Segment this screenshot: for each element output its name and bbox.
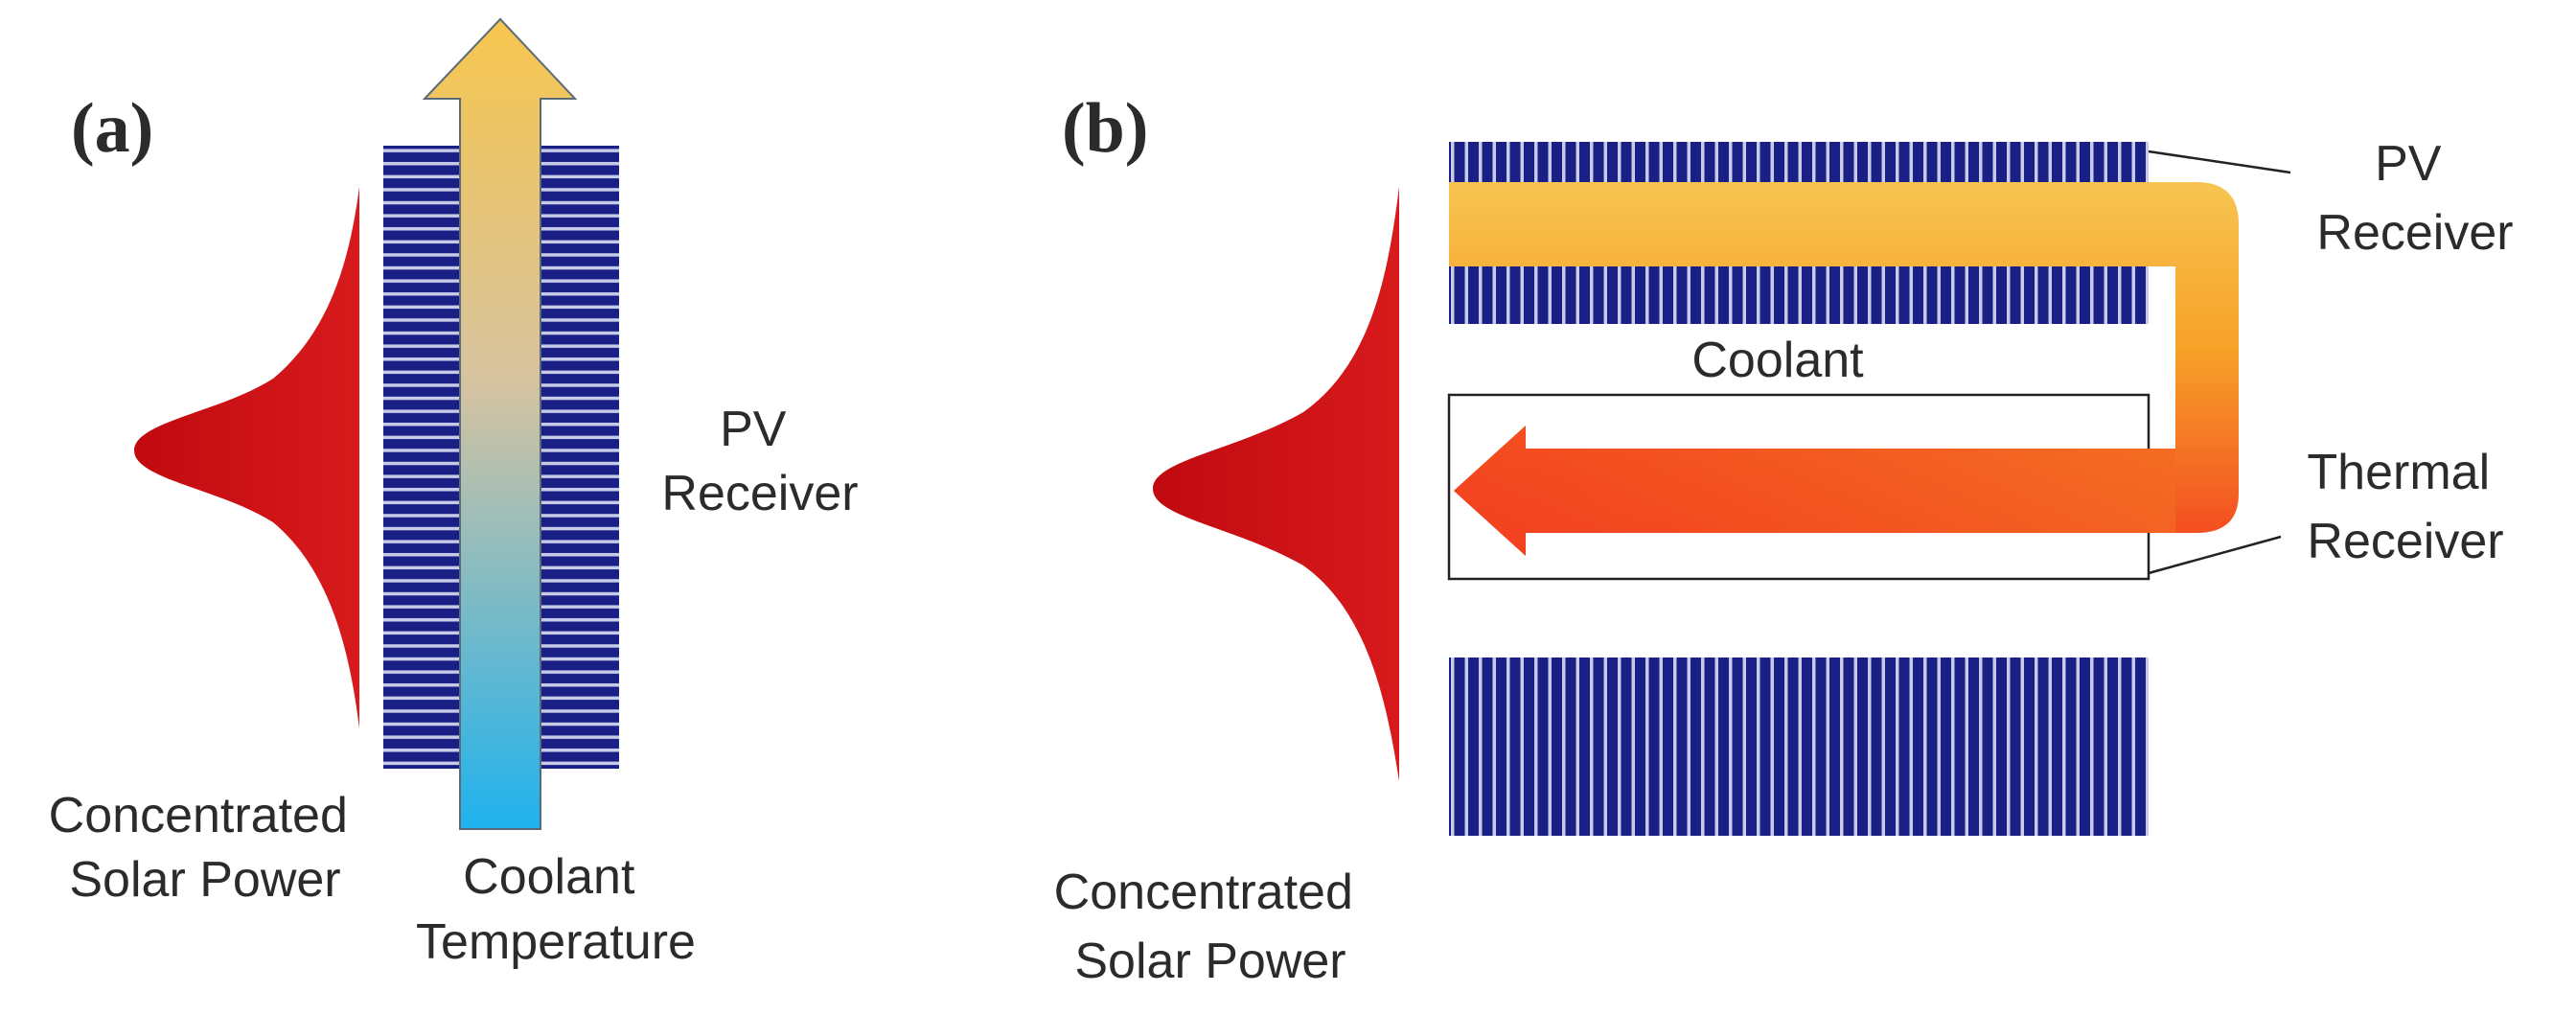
panel-b-pv-line1: PV [2375,136,2442,192]
panel-a-solar-power-label: Concentrated Solar Power [49,788,362,908]
panel-a-coolant-arrow [422,17,578,830]
panel-a: (a) PV Receiver Concentrated Solar Power… [49,17,859,970]
panel-b-tr-line1: Thermal [2307,445,2490,500]
panel-a-pv-line1: PV [720,402,787,457]
panel-b-thermal-leader [2148,535,2282,575]
panel-b-coolant-arrow-return [1454,426,2175,556]
panel-a-csp-line1: Concentrated [49,788,348,843]
panel-b-pv-receiver-label: PV Receiver [2316,136,2513,261]
panel-b-pv-receiver-bottom [1449,657,2149,836]
panel-a-pv-receiver-label: PV Receiver [661,402,858,521]
panel-b-pv-line2: Receiver [2316,205,2513,261]
panel-b-label: (b) [1062,89,1148,168]
panel-b-csp-line2: Solar Power [1074,934,1346,989]
panel-b: (b) Coolant PV Receiver Thermal Receiver… [1054,89,2514,989]
panel-b-pv-leader [2148,150,2291,174]
panel-b-tr-line2: Receiver [2307,514,2503,569]
panel-a-coolant-temperature-label: Coolant Temperature [416,849,696,970]
panel-b-thermal-receiver-label: Thermal Receiver [2307,445,2503,569]
panel-a-csp-line2: Solar Power [69,852,340,908]
panel-a-ct-line2: Temperature [416,914,696,970]
panel-b-solar-power-label: Concentrated Solar Power [1054,865,1368,989]
panel-a-label: (a) [71,89,153,168]
panel-a-solar-power-curve [134,187,359,728]
panel-b-coolant-label: Coolant [1691,333,1864,388]
panel-a-pv-line2: Receiver [661,466,858,521]
panel-b-csp-line1: Concentrated [1054,865,1353,920]
panel-b-solar-power-curve [1153,187,1399,781]
panel-a-ct-line1: Coolant [463,849,635,905]
